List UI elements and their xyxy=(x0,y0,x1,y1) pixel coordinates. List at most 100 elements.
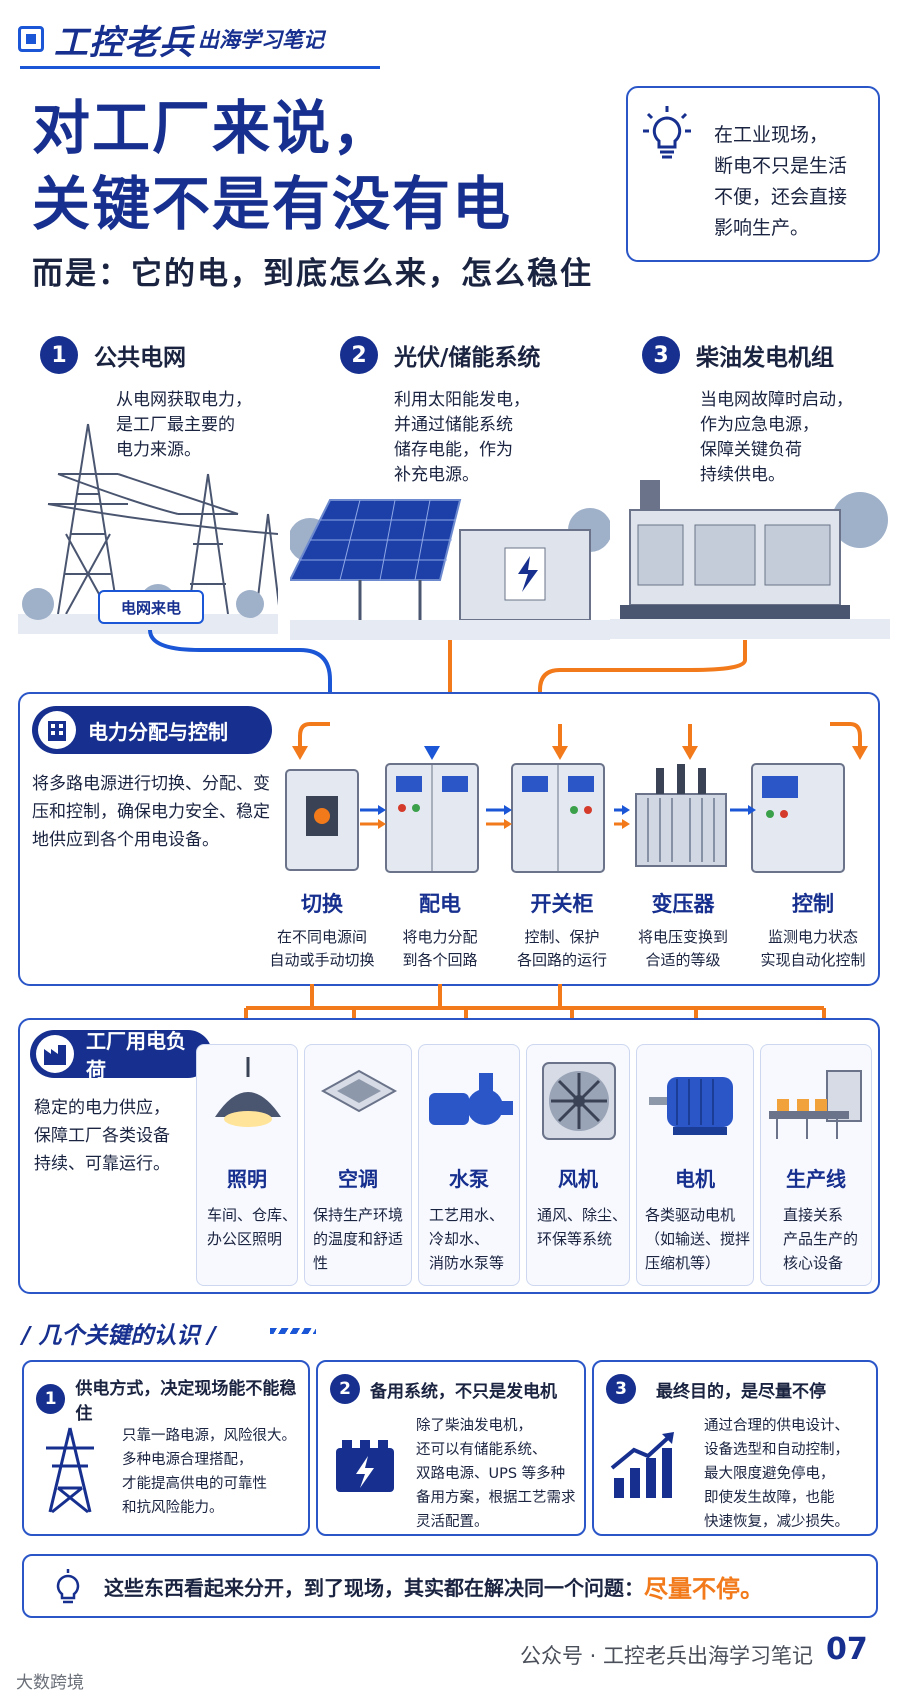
key-desc-line: 才能提高供电的可靠性 xyxy=(122,1476,267,1492)
tip-box: 在工业现场， 断电不只是生活 不便，还会直接 影响生产。 xyxy=(626,86,880,262)
load-desc-line: 冷却水、 xyxy=(429,1230,490,1248)
distribution-desc: 将多路电源进行切换、分配、变压和控制，确保电力安全、稳定地供应到各个用电设备。 xyxy=(32,774,270,850)
fan-icon xyxy=(542,1062,616,1140)
watermark: 大数跨境 xyxy=(16,1673,84,1693)
key-desc-line: 灵活配置。 xyxy=(416,1514,489,1530)
air-conditioner-icon xyxy=(320,1069,398,1113)
headline-line1: 对工厂来说， xyxy=(32,94,393,162)
load-desc-line: 的温度和舒适 xyxy=(313,1230,404,1248)
brand-name: 工控老兵 xyxy=(54,22,194,63)
loads-desc-line: 稳定的电力供应， xyxy=(34,1098,170,1118)
unit-switchgear: 开关柜 控制、保护 各回路的运行 xyxy=(502,888,622,972)
key-number: 1 xyxy=(36,1384,66,1414)
key-desc-line: 和抗风险能力。 xyxy=(122,1500,224,1516)
key-desc-line: 通过合理的供电设计、 xyxy=(704,1418,849,1434)
headline-line2: 关键不是有没有电 xyxy=(32,170,513,238)
source-desc-line: 利用太阳能发电， xyxy=(394,390,530,410)
tip-line: 断电不只是生活 xyxy=(714,155,848,177)
load-desc-line: （如输送、搅拌 xyxy=(645,1230,751,1248)
distribution-units: 切换 在不同电源间 自动或手动切换 配电 将电力分配 到各个回路 开关柜 控制、… xyxy=(269,760,890,980)
source-title: 光伏/储能系统 xyxy=(394,345,541,371)
unit-desc-line: 在不同电源间 xyxy=(276,928,367,946)
lightbulb-icon xyxy=(56,1569,80,1604)
unit-desc-line: 实现自动化控制 xyxy=(760,951,866,969)
motor-icon xyxy=(649,1077,733,1135)
unit-desc-line: 自动或手动切换 xyxy=(269,951,375,969)
brand-subtitle: 出海学习笔记 xyxy=(198,28,324,52)
unit-desc-line: 将电力分配 xyxy=(402,928,478,946)
unit-desc-line: 监测电力状态 xyxy=(767,928,858,946)
battery-icon xyxy=(336,1440,394,1492)
control-cabinet-icon xyxy=(751,763,845,873)
unit-name: 变压器 xyxy=(651,892,715,916)
tip-line: 影响生产。 xyxy=(714,217,810,239)
loads-title-pill: 工厂用电负荷 xyxy=(30,1029,212,1082)
load-desc-line: 环保等系统 xyxy=(537,1230,613,1248)
key-desc-line: 只靠一路电源，风险很大。 xyxy=(122,1428,296,1444)
building-icon xyxy=(38,711,76,749)
key-desc-line: 备用方案，根据工艺需求 xyxy=(416,1490,576,1506)
solar-storage-icon xyxy=(290,499,610,640)
unit-name: 切换 xyxy=(301,892,343,916)
tip-line: 在工业现场， xyxy=(714,124,829,146)
key-desc-line: 多种电源合理搭配， xyxy=(122,1452,253,1468)
unit-desc-line: 合适的等级 xyxy=(645,951,721,969)
factory-icon xyxy=(36,1035,74,1073)
source-desc-line: 从电网获取电力， xyxy=(116,390,252,410)
unit-desc-line: 到各个回路 xyxy=(402,951,478,969)
power-tower-icon xyxy=(46,1427,94,1514)
load-desc-line: 产品生产的 xyxy=(783,1230,859,1248)
unit-switch: 切换 在不同电源间 自动或手动切换 xyxy=(260,888,384,972)
load-card-production-line: 生产线 直接关系 产品生产的 核心设备 xyxy=(760,1044,872,1286)
bottom-summary-text: 这些东西看起来分开，到了现场，其实都在解决同一个问题： xyxy=(104,1575,644,1600)
brand-underline xyxy=(20,66,380,69)
transformer-icon xyxy=(635,764,727,867)
loads-desc-line: 保障工厂各类设备 xyxy=(34,1126,170,1146)
transfer-switch-icon xyxy=(285,769,359,871)
loads-desc: 稳定的电力供应， 保障工厂各类设备 持续、可靠运行。 xyxy=(34,1094,194,1178)
key-number: 2 xyxy=(330,1374,360,1404)
page-number: 07 xyxy=(826,1632,868,1667)
switchgear-icon xyxy=(511,763,605,873)
load-desc-line: 车间、仓库、 xyxy=(207,1206,298,1224)
unit-desc-line: 控制、保护 xyxy=(524,928,600,946)
unit-name: 控制 xyxy=(792,892,834,916)
load-card-pump: 水泵 工艺用水、 冷却水、 消防水泵等 xyxy=(418,1044,520,1286)
source-desc-line: 作为应急电源， xyxy=(700,415,819,435)
key-desc-line: 设备选型和自动控制， xyxy=(704,1442,849,1458)
section-title: / 几个关键的认识 / xyxy=(22,1323,216,1349)
unit-transformer: 变压器 将电压变换到 合适的等级 xyxy=(620,888,746,972)
load-name: 照明 xyxy=(227,1167,267,1191)
load-name: 空调 xyxy=(338,1167,378,1191)
source-number: 3 xyxy=(642,336,680,374)
source-desc-line: 保障关键负荷 xyxy=(700,440,802,460)
source-title: 公共电网 xyxy=(94,345,186,371)
footer-account: 公众号 · 工控老兵出海学习笔记 xyxy=(520,1644,814,1668)
source-desc-line: 持续供电。 xyxy=(700,465,785,485)
key-card-1: 1 供电方式，决定现场能不能稳住 只靠一路电源，风险很大。 多种电源合理搭配， … xyxy=(22,1360,310,1536)
key-desc-line: 最大限度避免停电， xyxy=(704,1466,835,1482)
source-desc-line: 储存电能，作为 xyxy=(394,440,513,460)
source-desc-line: 并通过储能系统 xyxy=(394,415,513,435)
key-desc-line: 即使发生故障，也能 xyxy=(704,1490,835,1506)
load-name: 电机 xyxy=(675,1167,715,1191)
distribution-title: 电力分配与控制 xyxy=(88,719,228,744)
load-card-ac: 空调 保持生产环境 的温度和舒适 性 xyxy=(304,1044,412,1286)
load-desc-line: 工艺用水、 xyxy=(429,1206,505,1224)
load-desc-line: 各类驱动电机 xyxy=(645,1206,736,1224)
chip-icon xyxy=(18,26,44,52)
lamp-icon xyxy=(215,1057,281,1127)
key-desc-line: 还可以有储能系统、 xyxy=(416,1442,547,1458)
load-name: 生产线 xyxy=(786,1167,846,1191)
load-name: 水泵 xyxy=(449,1167,489,1191)
bottom-summary-bar: 这些东西看起来分开，到了现场，其实都在解决同一个问题： 尽量不停。 xyxy=(22,1554,878,1618)
unit-flow-arrows xyxy=(360,805,630,829)
power-tower-icon xyxy=(18,423,278,634)
load-desc-line: 通风、除尘、 xyxy=(537,1206,628,1224)
key-title: 最终目的，是尽量不停 xyxy=(656,1381,826,1402)
source-number: 2 xyxy=(340,336,378,374)
source-title: 柴油发电机组 xyxy=(696,345,834,371)
